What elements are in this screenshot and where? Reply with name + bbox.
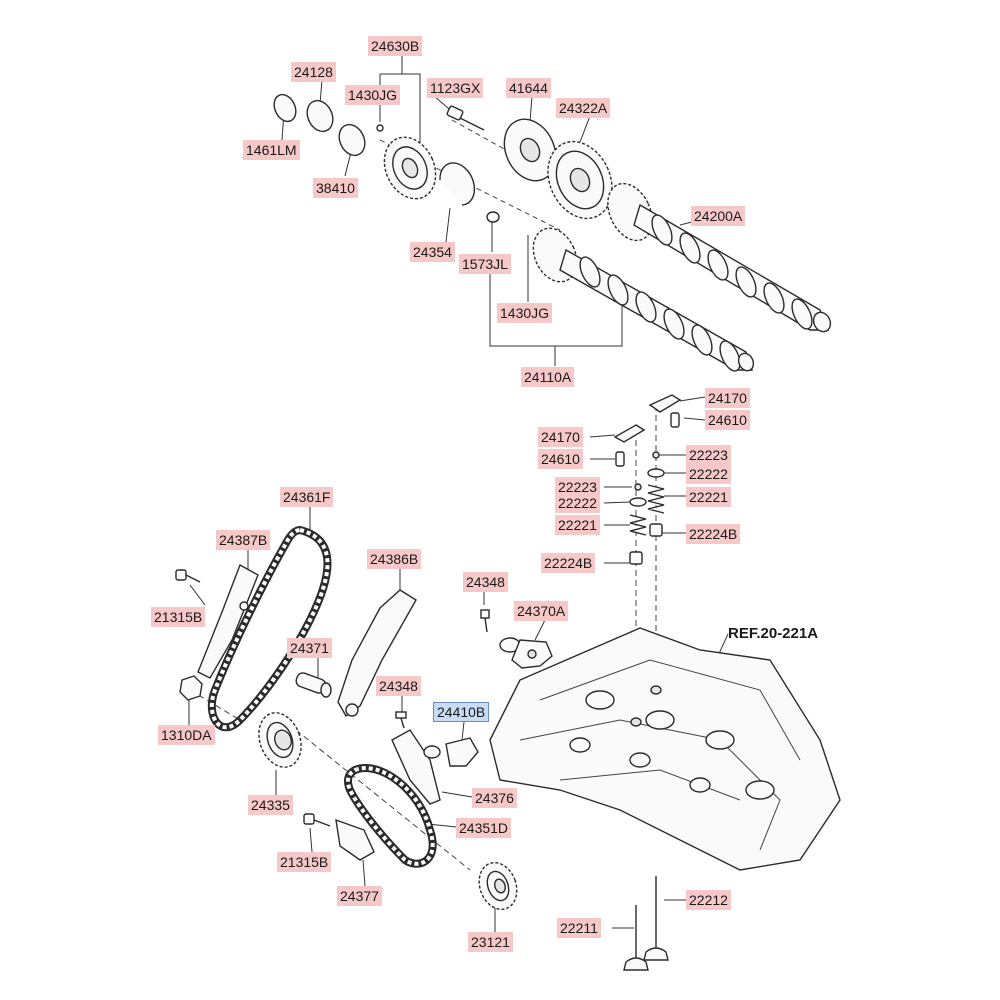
- camshaft-24110a: [532, 227, 755, 372]
- arm-24376: [391, 729, 441, 805]
- sprocket-24630b: [383, 136, 437, 200]
- label-24170-a[interactable]: 24170: [705, 388, 750, 408]
- valve-22211: [623, 905, 649, 971]
- label-24610-a[interactable]: 24610: [705, 410, 750, 430]
- guide-24387b: [197, 563, 259, 679]
- sprocket-24335: [258, 712, 302, 768]
- label-24410b-selected[interactable]: 24410B: [433, 702, 490, 722]
- label-24200a[interactable]: 24200A: [691, 206, 746, 226]
- rocker-arm-a: [648, 394, 682, 413]
- label-24348-a[interactable]: 24348: [463, 572, 508, 592]
- ring-38410: [338, 123, 366, 157]
- label-22222-b[interactable]: 22222: [555, 493, 600, 513]
- valve-train: [613, 394, 682, 971]
- camshaft-24200a: [607, 182, 832, 333]
- label-1461lm[interactable]: 1461LM: [243, 140, 300, 160]
- label-24387b[interactable]: 24387B: [216, 530, 271, 550]
- label-22223-b[interactable]: 22223: [555, 477, 600, 497]
- pin-1573jl: [486, 211, 500, 223]
- circlip-24354: [439, 162, 476, 206]
- retainer-b: [629, 497, 647, 507]
- label-24128[interactable]: 24128: [291, 62, 336, 82]
- label-22222-a[interactable]: 22222: [686, 464, 731, 484]
- label-22224b-a[interactable]: 22224B: [686, 524, 741, 544]
- label-22223-a[interactable]: 22223: [686, 445, 731, 465]
- bolt-21315b-b: [303, 813, 331, 827]
- label-23121[interactable]: 23121: [468, 932, 513, 952]
- shaft-24371: [295, 672, 332, 698]
- bolt-21315b-a: [175, 569, 201, 583]
- sprocket-24322a: [547, 140, 613, 220]
- key-b: [634, 483, 642, 491]
- sprocket-23121: [478, 861, 518, 911]
- label-24370a[interactable]: 24370A: [514, 601, 569, 621]
- label-1430jg-bottom[interactable]: 1430JG: [497, 303, 553, 323]
- label-24630b[interactable]: 24630B: [368, 36, 423, 56]
- arm-24386b: [337, 589, 417, 718]
- retainer-a: [647, 468, 665, 478]
- label-24170-b[interactable]: 24170: [538, 427, 583, 447]
- label-24351d[interactable]: 24351D: [456, 818, 512, 838]
- label-24377[interactable]: 24377: [337, 886, 382, 906]
- guide-24377: [335, 818, 375, 861]
- label-24348-b[interactable]: 24348: [376, 676, 421, 696]
- label-21315b-b[interactable]: 21315B: [277, 852, 332, 872]
- bolt-1123gx: [446, 105, 485, 131]
- label-38410[interactable]: 38410: [313, 178, 358, 198]
- label-1430jg-top[interactable]: 1430JG: [345, 85, 401, 105]
- nut-1310da: [179, 675, 203, 701]
- label-24371[interactable]: 24371: [287, 638, 332, 658]
- spring-a: [647, 484, 665, 514]
- label-24322a[interactable]: 24322A: [556, 98, 611, 118]
- label-24610-b[interactable]: 24610: [538, 449, 583, 469]
- lash-adjuster-a: [670, 412, 680, 428]
- valve-22212: [643, 876, 669, 961]
- label-24361f[interactable]: 24361F: [280, 487, 334, 507]
- label-24354[interactable]: 24354: [410, 242, 455, 262]
- seal-b: [629, 551, 643, 565]
- label-1310da[interactable]: 1310DA: [158, 725, 215, 745]
- label-24110a[interactable]: 24110A: [521, 367, 575, 387]
- snap-ring-1461lm: [273, 93, 297, 123]
- label-24386b[interactable]: 24386B: [367, 549, 422, 569]
- label-1123gx[interactable]: 1123GX: [427, 78, 484, 98]
- seal-a: [649, 523, 663, 537]
- label-41644[interactable]: 41644: [506, 78, 551, 98]
- label-24335[interactable]: 24335: [248, 795, 293, 815]
- label-22221-a[interactable]: 22221: [686, 487, 731, 507]
- ring-24128: [306, 99, 334, 133]
- camshaft-group: [273, 93, 832, 372]
- label-22211[interactable]: 22211: [557, 918, 601, 938]
- tensioner-24410b: [423, 737, 479, 767]
- label-21315b-a[interactable]: 21315B: [151, 607, 206, 627]
- cylinder-head: [489, 627, 841, 871]
- tensioner-24370a: [499, 637, 553, 669]
- label-22224b-b[interactable]: 22224B: [541, 553, 596, 573]
- plate-41644: [503, 118, 557, 182]
- reference-label[interactable]: REF.20-221A: [728, 625, 819, 642]
- label-1573jl[interactable]: 1573JL: [459, 254, 511, 274]
- label-22212[interactable]: 22212: [686, 890, 731, 910]
- bolt-24348-a: [480, 609, 490, 633]
- pin-1430jg: [376, 124, 384, 132]
- label-24376[interactable]: 24376: [472, 788, 517, 808]
- timing-chain-group: [175, 525, 553, 911]
- label-22221-b[interactable]: 22221: [555, 515, 600, 535]
- lash-adjuster-b: [615, 451, 625, 467]
- bolt-24348-b: [395, 711, 407, 729]
- key-a: [652, 451, 660, 459]
- rocker-arm-b: [613, 424, 646, 443]
- spring-b: [629, 514, 647, 536]
